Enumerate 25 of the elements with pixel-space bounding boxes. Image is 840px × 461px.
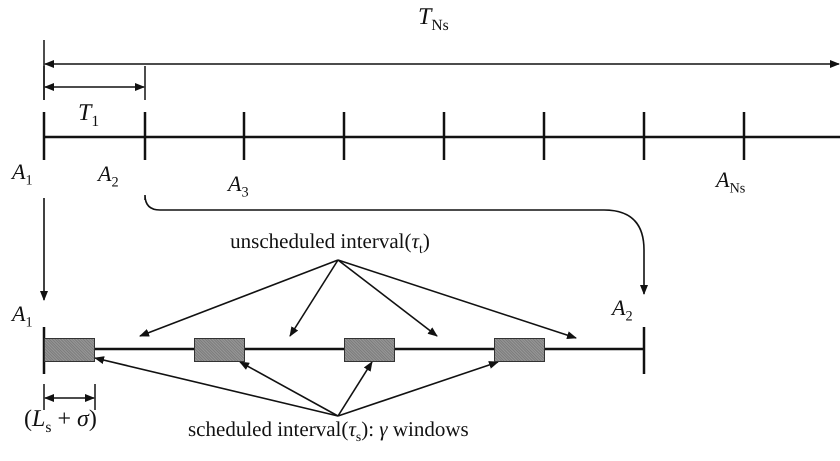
point-label: A$_{3}$ [228,170,272,210]
arrow [144,194,648,295]
arrow [139,259,338,337]
point-label: A$_{Ns}$ [716,166,772,210]
point-label: A$_{2}$ [612,294,652,324]
arrow [40,198,48,301]
point-label: A$_{1}$ [12,158,48,198]
interval-label: scheduled interval(τ$_{s}$): γ windows [188,416,578,454]
arrow [338,361,499,417]
point-label: A$_{2}$ [98,160,148,200]
arrow [94,356,338,417]
arrow [289,260,339,337]
window-block [494,338,545,362]
interval-label: unscheduled interval(τ$_{t}$) [180,228,480,260]
window-block [344,338,395,362]
arrow [338,259,577,339]
window-block [194,338,245,362]
window-block [44,338,95,362]
arrow [337,361,373,416]
arrow [338,259,438,337]
dimension-label: T$_{1}$ [78,99,100,132]
point-label: A$_{1}$ [12,300,48,332]
dimension-label: (L$_{s}$ + σ) [24,405,97,438]
dimension-label: T$_{Ns}$ [418,3,449,36]
arrow [239,361,338,417]
